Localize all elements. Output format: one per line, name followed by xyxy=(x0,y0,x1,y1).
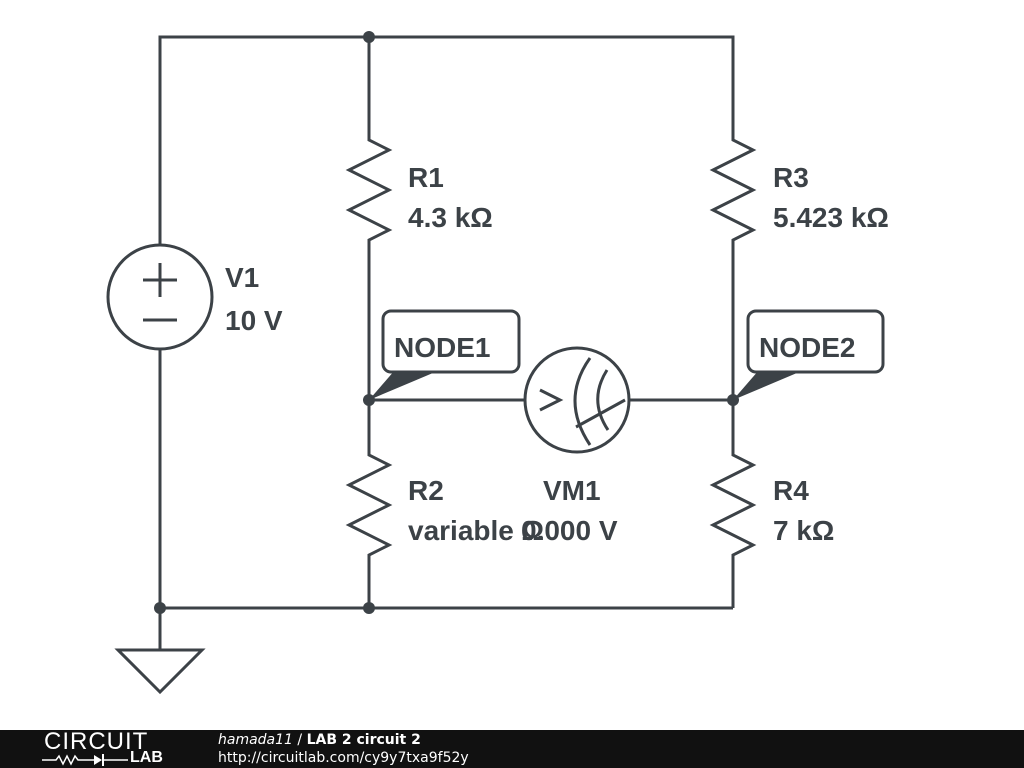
node1-text: NODE1 xyxy=(394,332,490,363)
r3-name: R3 xyxy=(773,162,809,193)
r1-value: 4.3 kΩ xyxy=(408,202,493,233)
r4-name: R4 xyxy=(773,475,809,506)
r4-value: 7 kΩ xyxy=(773,515,834,546)
r2-value: variable Ω xyxy=(408,515,544,546)
vm1-name: VM1 xyxy=(543,475,601,506)
ground-symbol xyxy=(114,648,206,695)
schematic: NODE1 NODE2 V1 10 V R1 4.3 kΩ R3 5.423 k… xyxy=(106,31,889,695)
v1-value: 10 V xyxy=(225,305,283,336)
resistor-r4 xyxy=(709,445,757,565)
voltmeter-vm1[interactable] xyxy=(523,346,631,454)
r2-name: R2 xyxy=(408,475,444,506)
separator: / xyxy=(292,732,307,748)
r3-value: 5.423 kΩ xyxy=(773,202,889,233)
vm1-value: 0.000 V xyxy=(521,515,618,546)
resistors[interactable] xyxy=(345,130,757,565)
voltage-source-v1[interactable] xyxy=(106,243,214,351)
node2-label[interactable]: NODE2 xyxy=(733,309,885,400)
circuitlab-logo[interactable]: CIRCUIT LAB xyxy=(42,728,163,766)
circuit-title[interactable]: LAB 2 circuit 2 xyxy=(306,732,421,748)
node1-label[interactable]: NODE1 xyxy=(369,309,521,400)
author-link[interactable]: hamada11 xyxy=(218,732,293,748)
resistor-r3 xyxy=(709,130,757,250)
resistor-r1 xyxy=(345,130,393,250)
r1-name: R1 xyxy=(408,162,444,193)
resistor-r2 xyxy=(345,445,393,565)
v1-name: V1 xyxy=(225,262,259,293)
footer: CIRCUIT LAB hamada11 / LAB 2 circuit 2 h… xyxy=(0,728,1024,768)
circuit-url[interactable]: http://circuitlab.com/cy9y7txa9f52y xyxy=(218,750,469,766)
node2-text: NODE2 xyxy=(759,332,855,363)
